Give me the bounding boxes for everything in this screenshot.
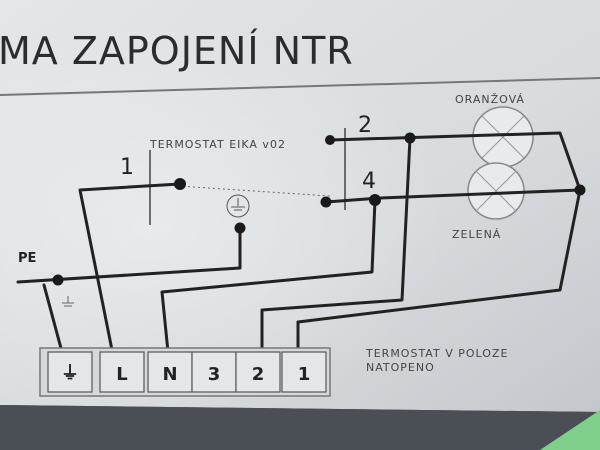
junction-dots [52,132,586,286]
note-line-2: NATOPENO [366,361,435,374]
green-lamp-icon [467,162,525,220]
terminal-n: N [162,364,177,385]
contact-2-label: 2 [358,113,372,138]
lamp-green-label: ZELENÁ [452,228,501,241]
orange-lamp-icon [472,106,534,168]
lamp-orange-label: ORANŽOVÁ [455,93,525,106]
terminal-2: 2 [252,364,265,385]
contact-1-label: 1 [120,155,134,180]
terminal-block: ⏚ L N 3 2 1 [39,347,331,397]
title-divider [0,77,600,96]
terminal-1: 1 [298,364,311,385]
green-corner [540,410,600,450]
pe-ground-icon [62,296,74,307]
pe-label: PE [18,251,36,266]
terminal-3: 3 [208,364,221,385]
terminal-l: L [116,364,127,385]
contact-4-label: 4 [362,169,376,194]
note-line-1: TERMOSTAT V POLOZE [365,347,508,360]
ground-circle-icon [226,194,250,218]
terminal-ground: ⏚ [61,363,79,384]
device-label: TERMOSTAT EIKA v02 [149,138,286,151]
diagram-title: MA ZAPOJENÍ NTR [0,29,354,73]
